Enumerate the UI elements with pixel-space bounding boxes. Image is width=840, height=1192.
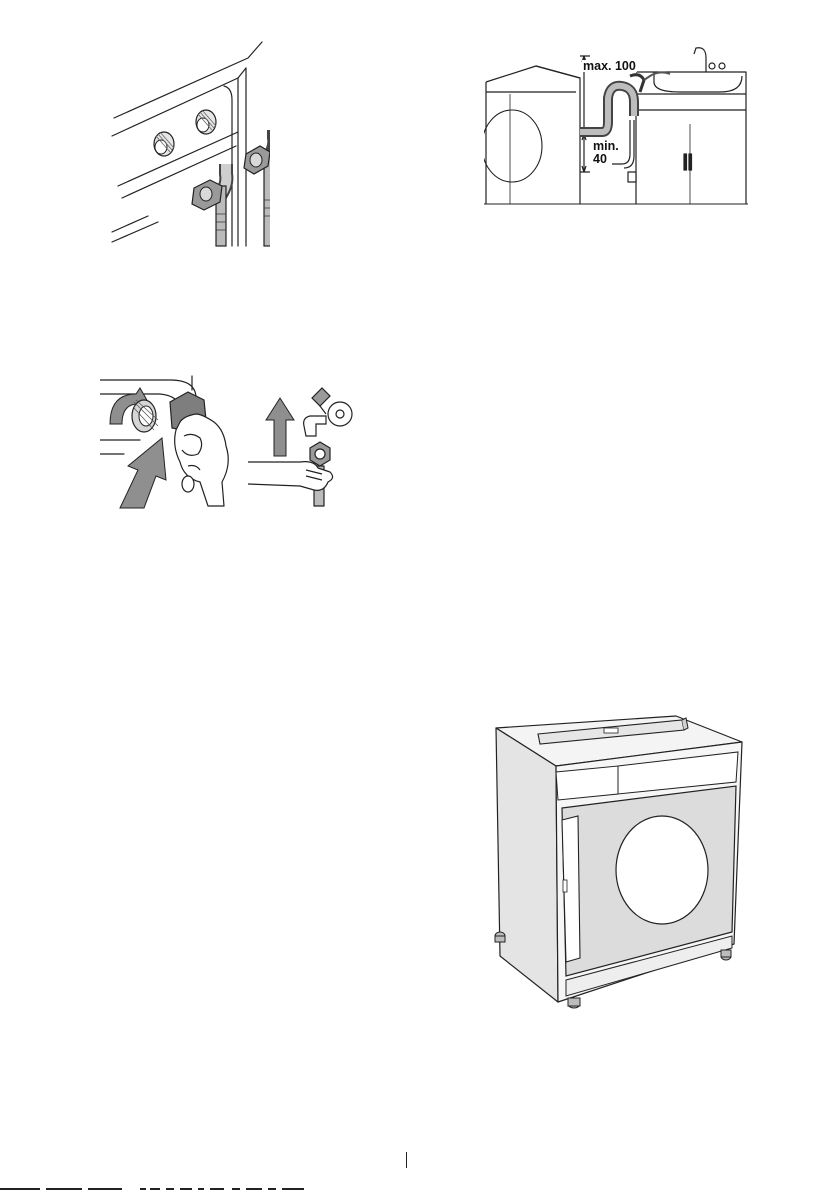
water-tap-icon <box>304 388 352 436</box>
water-inlet-connection-figure <box>98 36 270 248</box>
hand-holding-hose-icon <box>248 442 333 506</box>
drain-height-max-label: max. 100 <box>582 60 637 72</box>
drain-hose-icon <box>580 72 670 132</box>
inlet-hose-left-icon <box>192 164 226 246</box>
inlet-hose-right-icon <box>244 130 270 246</box>
drain-height-min-value: 40 <box>592 153 608 165</box>
inlet-valve-hot-icon <box>154 132 174 156</box>
footer-strip <box>0 1186 840 1192</box>
porthole-icon <box>616 816 708 924</box>
push-arrow-icon <box>120 438 166 508</box>
page-divider <box>406 1152 407 1168</box>
drain-height-min-label: min. <box>592 140 620 152</box>
hand-icon <box>175 414 229 506</box>
inlet-valve-cold-icon <box>196 110 216 134</box>
upward-arrow-icon <box>266 398 294 456</box>
washing-machine-figure <box>486 710 746 1016</box>
hose-tightening-figure <box>100 374 360 510</box>
